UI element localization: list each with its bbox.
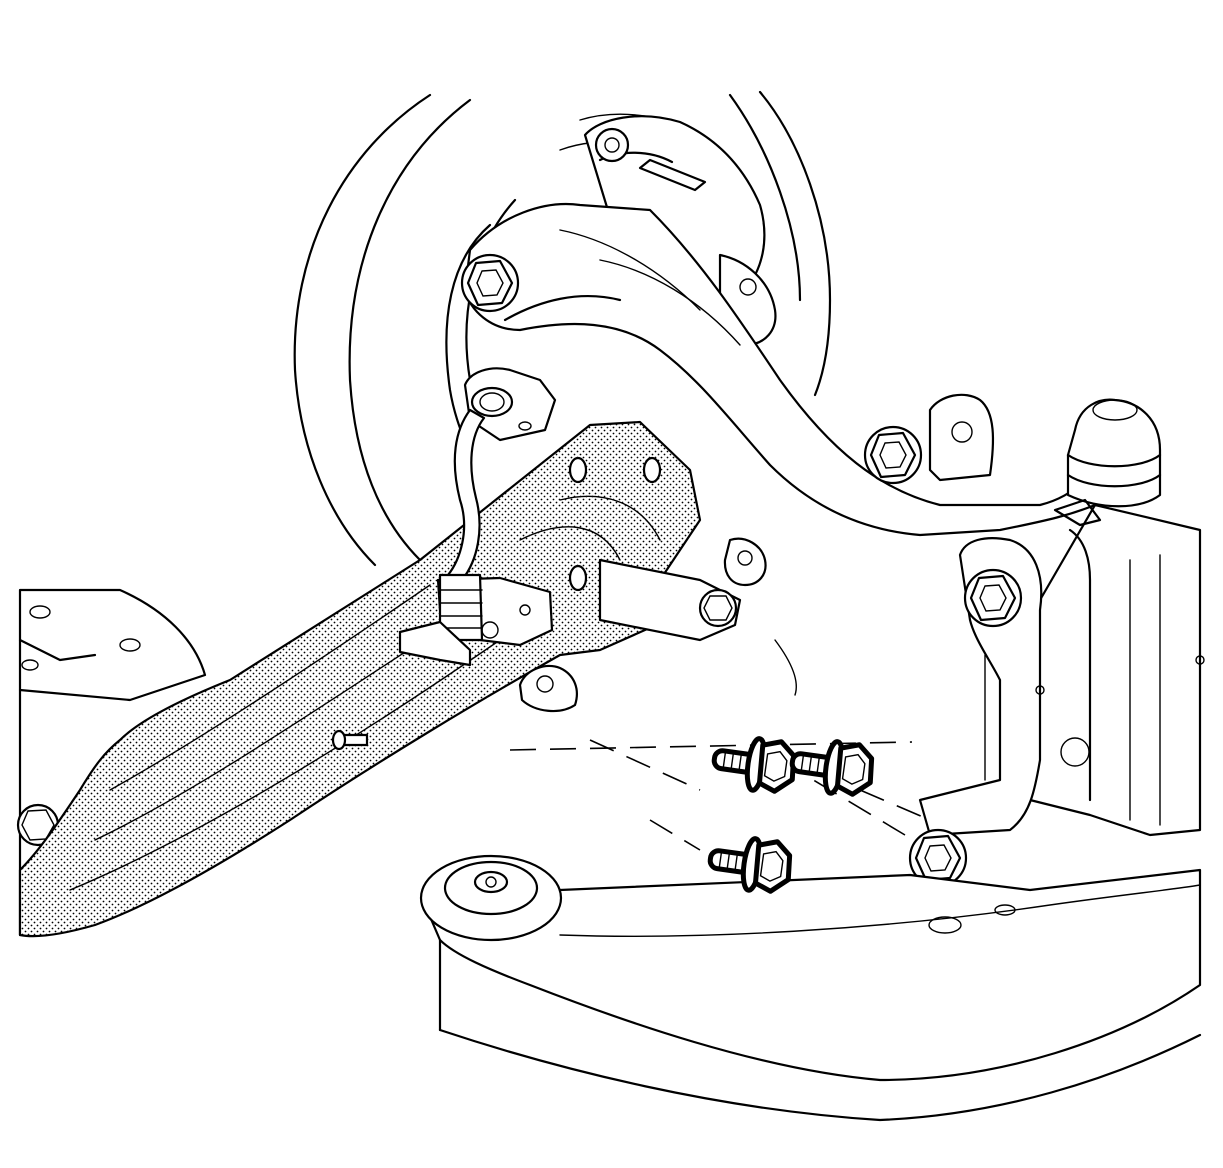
arm-bolt-middle	[863, 425, 923, 485]
highlighted-link	[18, 420, 702, 938]
link-stud	[331, 729, 369, 751]
subframe-housing	[928, 393, 1205, 837]
bolt-1-icon	[711, 733, 797, 796]
bolt-2-icon	[789, 736, 875, 799]
arm-pivot-bolt	[460, 253, 520, 313]
lower-crossmember	[419, 854, 1202, 1122]
wheel-speed-sensor	[446, 367, 557, 582]
bracket-bolt-upper	[963, 568, 1023, 628]
lateral-link-end	[518, 537, 797, 713]
left-subframe-plate	[16, 588, 207, 937]
harness-connector	[398, 573, 554, 667]
